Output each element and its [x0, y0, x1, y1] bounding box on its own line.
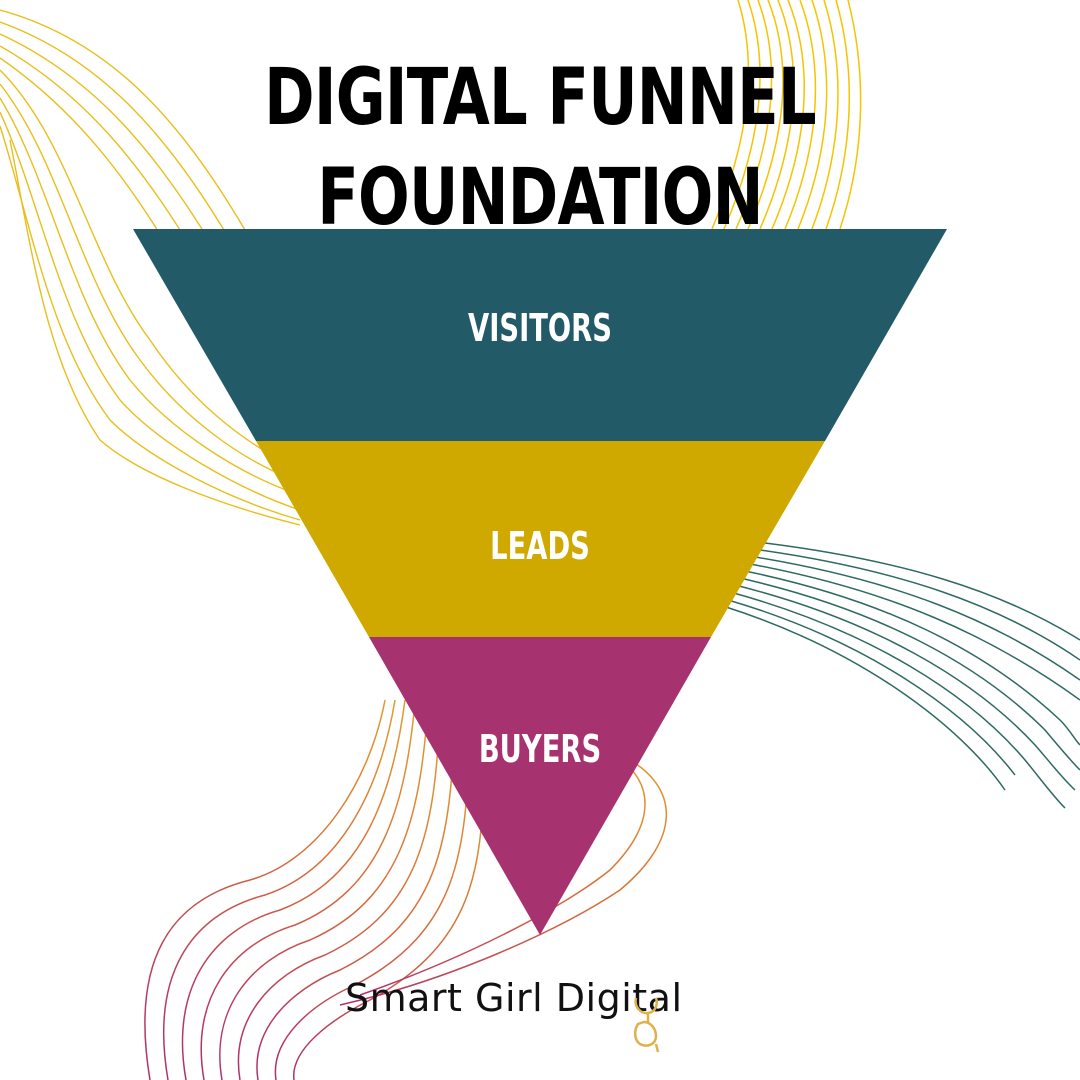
stage-label-buyers: BUYERS [478, 727, 602, 771]
warm-wave-bottom [144, 699, 667, 1080]
yellow-wave-left [0, 9, 301, 526]
page-title: DIGITAL FUNNEL FOUNDATION [264, 53, 817, 243]
teal-wave-right [725, 542, 1080, 809]
funnel-stage-visitors [133, 229, 947, 441]
brand-logo-text: Smart Girl Digital [345, 976, 683, 1020]
funnel-stage-buyers [369, 637, 711, 935]
glasses-icon [634, 997, 660, 1053]
yellow-wave-top-right [711, 0, 862, 230]
stage-label-leads: LEADS [490, 524, 590, 568]
funnel-stage-leads [256, 441, 825, 637]
stage-label-visitors: VISITORS [468, 306, 612, 350]
